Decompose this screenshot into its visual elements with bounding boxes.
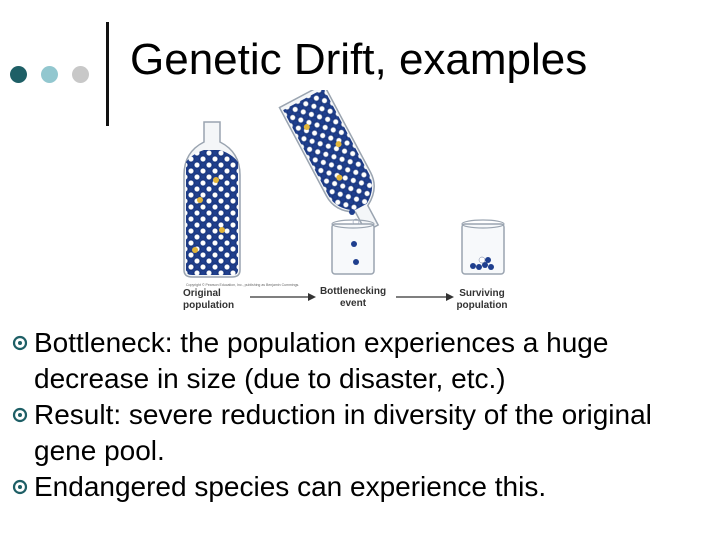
bullet-marker-icon xyxy=(12,407,28,423)
bottleneck-figure: Original population Bottlenecking event … xyxy=(183,90,508,311)
label-surviving-1: Surviving xyxy=(459,288,505,299)
bullet-item: Bottleneck: the population experiences a… xyxy=(12,325,712,397)
bullet-text: Result: severe reduction in diversity of… xyxy=(34,399,652,466)
label-original-1: Original xyxy=(183,288,221,299)
bottleneck-glass xyxy=(331,219,375,275)
bullet-text: Bottleneck: the population experiences a… xyxy=(34,327,609,394)
slide-title: Genetic Drift, examples xyxy=(130,35,588,84)
arrow-to-bottleneck xyxy=(250,293,316,301)
bullet-text: Endangered species can experience this. xyxy=(34,471,547,502)
label-bottleneck-1: Bottlenecking xyxy=(320,286,386,297)
bullet-marker-icon xyxy=(12,335,28,351)
label-original-2: population xyxy=(183,300,234,311)
copyright-text: Copyright © Pearson Education, Inc., pub… xyxy=(186,283,299,287)
bullet-item: Result: severe reduction in diversity of… xyxy=(12,397,712,469)
label-bottleneck-2: event xyxy=(340,298,367,309)
label-surviving-2: population xyxy=(456,300,507,311)
original-bottle xyxy=(183,121,241,278)
surviving-glass xyxy=(461,219,505,275)
arrow-to-surviving xyxy=(396,293,454,301)
pouring-bottle xyxy=(278,90,380,233)
accent-dot-dark xyxy=(10,66,27,83)
accent-dot-grey xyxy=(72,66,89,83)
title-divider xyxy=(106,22,109,126)
bullet-item: Endangered species can experience this. xyxy=(12,469,712,505)
bullet-list: Bottleneck: the population experiences a… xyxy=(12,325,712,505)
bullet-marker-icon xyxy=(12,479,28,495)
accent-dot-light xyxy=(41,66,58,83)
